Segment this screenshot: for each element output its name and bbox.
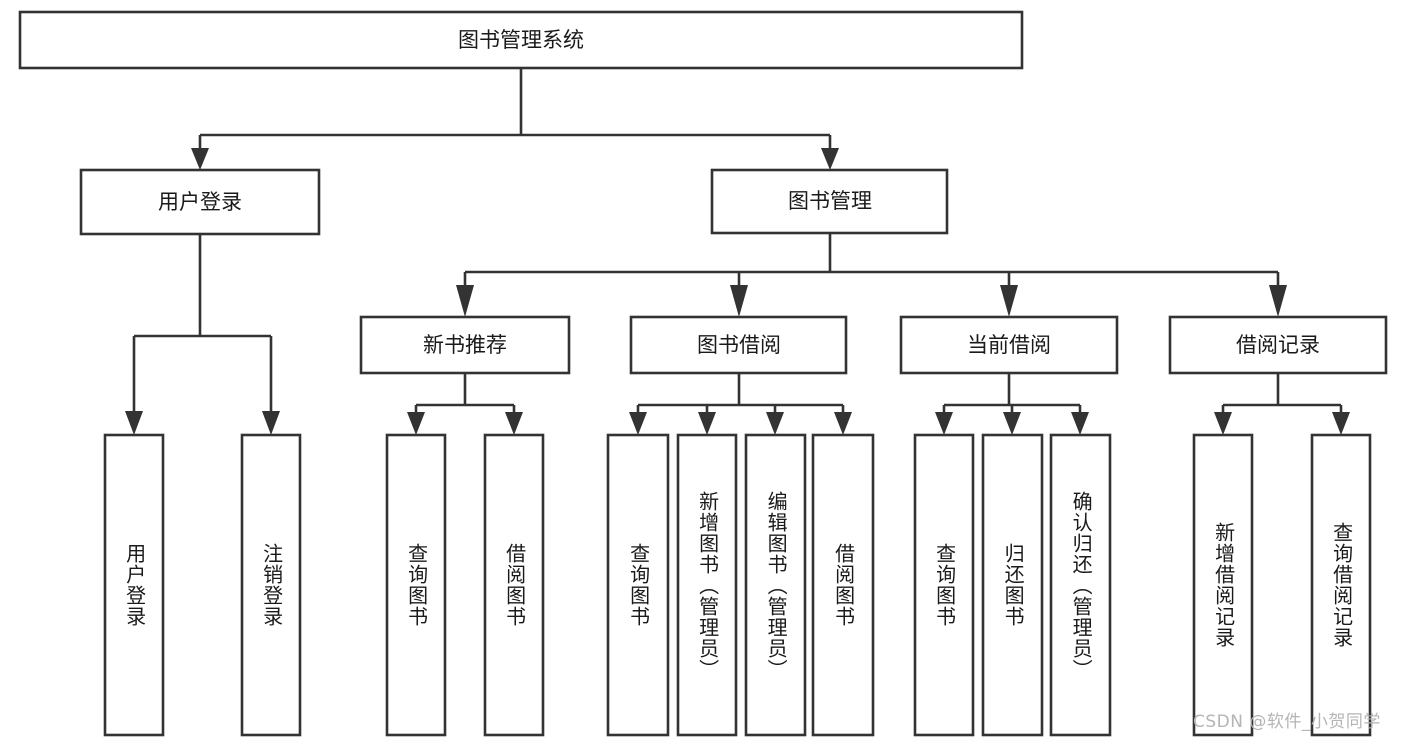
arrowhead-leaf-query-book-2 — [629, 412, 647, 435]
node-borrow-record-box[interactable] — [1168, 315, 1388, 375]
node-user-login[interactable]: 用户登录 — [79, 168, 321, 236]
node-leaf-query-book-2-box[interactable] — [606, 433, 670, 737]
arrowhead-leaf-borrow-book-1 — [505, 412, 523, 435]
node-book-manage-label: 图书管理 — [788, 189, 872, 213]
arrowhead-leaf-return-book — [1003, 412, 1021, 435]
node-borrow-record-label: 借阅记录 — [1236, 333, 1320, 357]
arrowhead-leaf-edit-book — [766, 412, 784, 435]
node-leaf-return-book-box[interactable] — [981, 433, 1044, 737]
node-user-login-label: 用户登录 — [158, 190, 242, 214]
node-leaf-edit-book-box[interactable] — [744, 433, 807, 737]
node-leaf-query-record-box[interactable] — [1310, 433, 1372, 737]
arrowhead-leaf-query-book-3 — [935, 412, 953, 435]
node-leaf-logout-box[interactable] — [240, 433, 302, 737]
arrowhead-leaf-add-book — [698, 412, 716, 435]
node-current-borrow[interactable]: 当前借阅 — [899, 315, 1119, 375]
arrowhead-leaf-confirm-return — [1071, 412, 1089, 435]
csdn-watermark: CSDN @软件_小贺同学 — [1193, 712, 1381, 732]
connector-layer — [125, 68, 1350, 435]
node-book-borrow[interactable]: 图书借阅 — [629, 315, 848, 375]
node-root[interactable]: 图书管理系统 — [18, 10, 1024, 70]
node-root-box[interactable] — [18, 10, 1024, 70]
node-leaf-confirm-return-box[interactable] — [1049, 433, 1112, 737]
node-current-borrow-label: 当前借阅 — [967, 333, 1051, 357]
node-book-borrow-box[interactable] — [629, 315, 848, 375]
arrowhead-user-login — [191, 148, 209, 170]
arrowhead-borrow-record — [1269, 285, 1287, 317]
node-new-book-rec-box[interactable] — [359, 315, 571, 375]
arrowhead-leaf-user-login — [125, 411, 143, 435]
arrowhead-leaf-logout — [262, 411, 280, 435]
leaf-box-layer — [103, 433, 1372, 737]
node-root-label: 图书管理系统 — [458, 28, 584, 52]
arrowhead-new-book-rec — [456, 285, 474, 317]
node-leaf-user-login-box[interactable] — [103, 433, 165, 737]
node-book-borrow-label: 图书借阅 — [697, 333, 781, 357]
node-leaf-query-book-3-box[interactable] — [913, 433, 975, 737]
node-leaf-add-book-box[interactable] — [676, 433, 738, 737]
node-borrow-record[interactable]: 借阅记录 — [1168, 315, 1388, 375]
arrowhead-leaf-query-book-1 — [407, 412, 425, 435]
node-current-borrow-box[interactable] — [899, 315, 1119, 375]
node-book-manage-box[interactable] — [710, 168, 949, 235]
node-leaf-add-record-box[interactable] — [1192, 433, 1254, 737]
node-new-book-rec[interactable]: 新书推荐 — [359, 315, 571, 375]
arrowhead-leaf-add-record — [1214, 412, 1232, 435]
arrowhead-current-borrow — [1000, 285, 1018, 317]
node-user-login-box[interactable] — [79, 168, 321, 236]
arrowhead-book-borrow — [730, 285, 748, 317]
node-leaf-borrow-book-1-box[interactable] — [483, 433, 545, 737]
arrowhead-book-manage — [821, 148, 839, 170]
node-leaf-borrow-book-2-box[interactable] — [811, 433, 875, 737]
node-leaf-query-book-1-box[interactable] — [385, 433, 447, 737]
node-new-book-rec-label: 新书推荐 — [423, 333, 507, 357]
arrowhead-leaf-query-record — [1332, 412, 1350, 435]
node-book-manage[interactable]: 图书管理 — [710, 168, 949, 235]
arrowhead-leaf-borrow-book-2 — [834, 412, 852, 435]
